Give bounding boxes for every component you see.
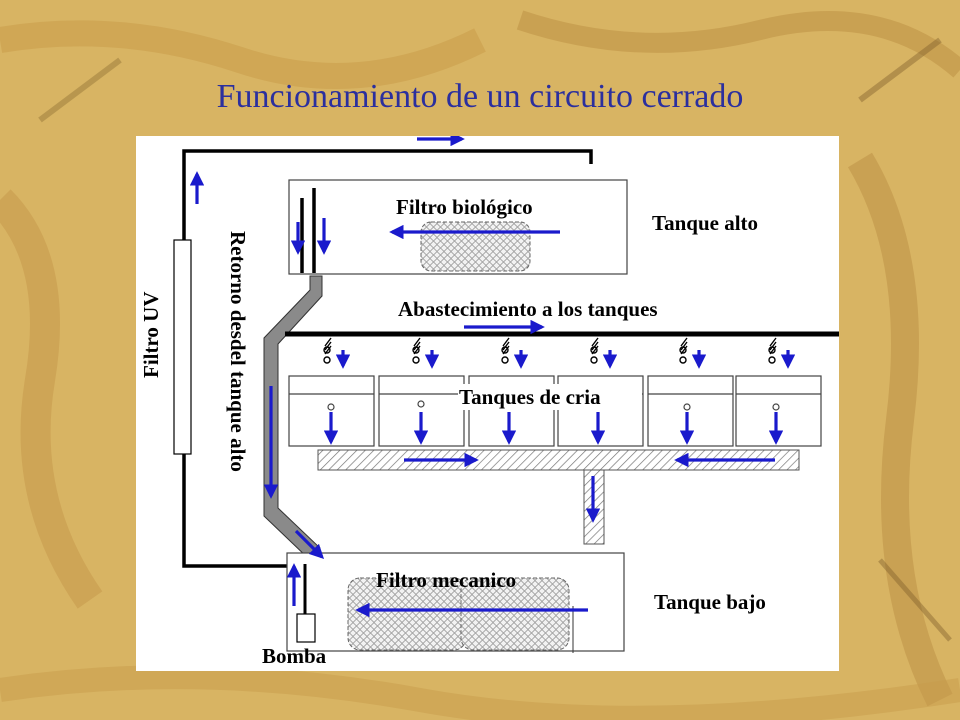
label-filtro-biologico: Filtro biológico xyxy=(396,195,533,219)
label-tanque-bajo: Tanque bajo xyxy=(654,590,766,614)
filtro-biologico-media xyxy=(420,221,531,272)
diagram-panel: Filtro biológico Tanque alto Filtro UV R… xyxy=(136,136,839,671)
label-filtro-mecanico: Filtro mecanico xyxy=(376,568,516,592)
label-tanque-alto: Tanque alto xyxy=(652,211,758,235)
filtro-mecanico-media-left xyxy=(347,577,467,651)
filtro-mecanico-media-right xyxy=(460,577,570,651)
label-bomba: Bomba xyxy=(262,644,327,668)
label-tanques-cria: Tanques de cria xyxy=(459,385,601,409)
filtro-uv xyxy=(173,239,192,455)
label-retorno: Retorno desdel tanque alto xyxy=(226,231,250,472)
flow-arrows xyxy=(189,136,796,618)
valves xyxy=(323,337,777,364)
uv-loop-pipe xyxy=(182,149,593,568)
bomba xyxy=(296,613,316,643)
label-filtro-uv: Filtro UV xyxy=(139,291,163,378)
label-bg-tanques xyxy=(458,384,642,410)
label-abastecimiento: Abastecimiento a los tanques xyxy=(398,297,658,321)
circuit-diagram: Filtro biológico Tanque alto Filtro UV R… xyxy=(139,136,839,668)
slide-title: Funcionamiento de un circuito cerrado xyxy=(216,78,744,115)
